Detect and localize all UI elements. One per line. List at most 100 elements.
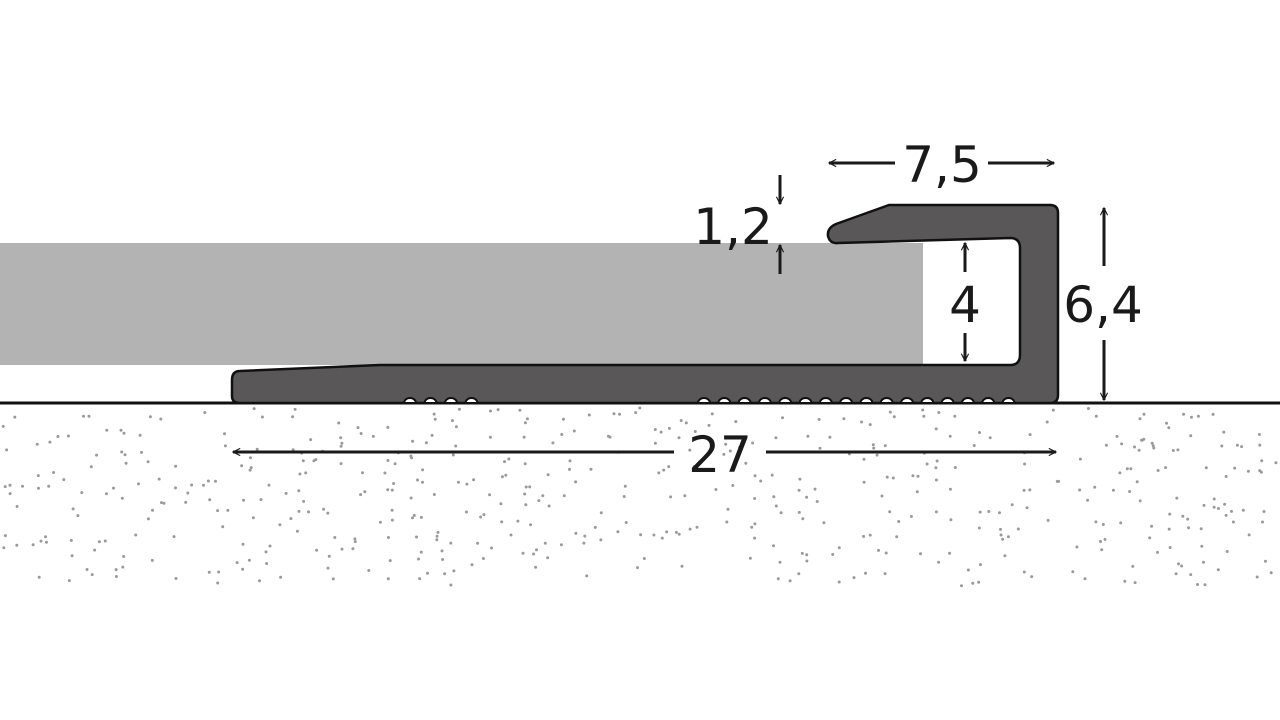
subfloor-dot — [770, 473, 774, 477]
subfloor-dot — [524, 503, 528, 507]
subfloor-dot — [45, 540, 48, 544]
subfloor-dot — [1212, 497, 1216, 501]
subfloor-dot — [516, 519, 520, 523]
subfloor-dot — [449, 541, 453, 545]
subfloor-dot — [772, 544, 775, 548]
subfloor-dot — [551, 441, 555, 445]
subfloor-dot — [424, 441, 428, 445]
subfloor-dot — [828, 435, 832, 439]
subfloor-dot — [1138, 499, 1142, 503]
subfloor-dot — [1189, 573, 1193, 577]
subfloor-dot — [724, 442, 728, 446]
subfloor-dot — [883, 572, 887, 576]
subfloor-dot — [919, 552, 922, 556]
subfloor-dot — [1123, 579, 1127, 583]
subfloor-dot — [1094, 520, 1098, 524]
subfloor-dot — [1057, 479, 1061, 483]
subfloor-dot — [1220, 444, 1224, 448]
subfloor-dot — [15, 543, 19, 547]
subfloor-dot — [353, 537, 357, 541]
subfloor-dot — [1086, 498, 1090, 502]
subfloor-dot — [248, 456, 252, 460]
subfloor-dot — [1223, 502, 1227, 506]
subfloor-dot — [667, 465, 671, 469]
subfloor-dot — [693, 430, 697, 433]
subfloor-dot — [1274, 461, 1278, 465]
subfloor-dot — [1025, 506, 1029, 510]
subfloor-dot — [436, 530, 440, 534]
dimension-inner-height: 4 — [949, 276, 981, 334]
subfloor-dot — [1216, 568, 1220, 572]
subfloor-dot — [529, 523, 533, 527]
subfloor-dot — [258, 579, 261, 583]
subfloor-dot — [653, 441, 657, 445]
subfloor-dot — [1189, 434, 1193, 438]
subfloor-dot — [1119, 521, 1123, 525]
subfloor-dot — [692, 465, 696, 469]
subfloor-dot — [1111, 488, 1115, 492]
subfloor-dot — [114, 568, 118, 572]
subfloor-dot — [722, 452, 726, 456]
subfloor-dot — [966, 568, 970, 572]
subfloor-dot — [411, 439, 415, 443]
subfloor-dot — [937, 560, 941, 564]
subfloor-dot — [568, 467, 571, 471]
subfloor-dot — [748, 556, 752, 560]
subfloor-dot — [1030, 575, 1034, 579]
subfloor-dot — [481, 557, 485, 560]
subfloor-dot — [268, 544, 272, 548]
subfloor-dot — [622, 495, 626, 498]
subfloor-dot — [122, 555, 126, 558]
subfloor-dot — [800, 551, 804, 555]
subfloor-dot — [503, 460, 506, 464]
subfloor-dot — [148, 415, 152, 419]
subfloor-dot — [532, 552, 536, 556]
subfloor-dot — [476, 541, 480, 545]
grip-rib — [940, 397, 955, 404]
subfloor-dot — [1167, 527, 1171, 531]
subfloor-dot — [121, 565, 125, 569]
subfloor-dot — [251, 516, 255, 520]
subfloor-dot — [295, 529, 299, 533]
subfloor-dot — [1093, 485, 1097, 489]
subfloor-dot — [48, 440, 52, 444]
subfloor-dot — [779, 511, 783, 515]
subfloor-dot — [1240, 445, 1244, 449]
subfloor-dot — [97, 540, 101, 544]
subfloor-dot — [35, 442, 39, 446]
subfloor-dot — [753, 474, 757, 478]
subfloor-dot — [714, 488, 718, 491]
subfloor-dot — [416, 478, 419, 482]
subfloor-dot — [921, 408, 925, 412]
subfloor-dot — [987, 510, 991, 513]
subfloor-dot — [409, 454, 413, 458]
subfloor-dot — [390, 518, 394, 522]
subfloor-dot — [488, 435, 492, 439]
subfloor-dot — [242, 498, 245, 502]
subfloor-dot — [522, 435, 526, 439]
subfloor-dot — [1182, 412, 1186, 416]
subfloor-dot — [999, 527, 1002, 531]
subfloor-dot — [585, 574, 589, 578]
subfloor-dot — [1010, 503, 1014, 507]
subfloor-dot — [797, 510, 801, 514]
subfloor-dot — [546, 473, 550, 477]
subfloor-dot — [499, 502, 503, 506]
subfloor-dot — [150, 558, 154, 562]
grip-rib — [778, 397, 793, 404]
subfloor-dot — [47, 484, 51, 488]
subfloor-dot — [1202, 560, 1205, 564]
subfloor-dot — [837, 580, 841, 584]
subfloor-dot — [419, 515, 423, 519]
subfloor-dot — [862, 534, 866, 538]
subfloor-dot — [1023, 462, 1027, 466]
subfloor-dot — [1148, 536, 1152, 540]
subfloor-dot — [162, 501, 166, 505]
subfloor-dot — [120, 450, 124, 454]
subfloor-dot — [751, 441, 755, 445]
grip-rib — [879, 397, 894, 404]
subfloor-dot — [778, 560, 782, 564]
subfloor-dot — [677, 532, 681, 536]
subfloor-dot — [488, 493, 492, 497]
subfloor-dot — [1078, 457, 1082, 461]
